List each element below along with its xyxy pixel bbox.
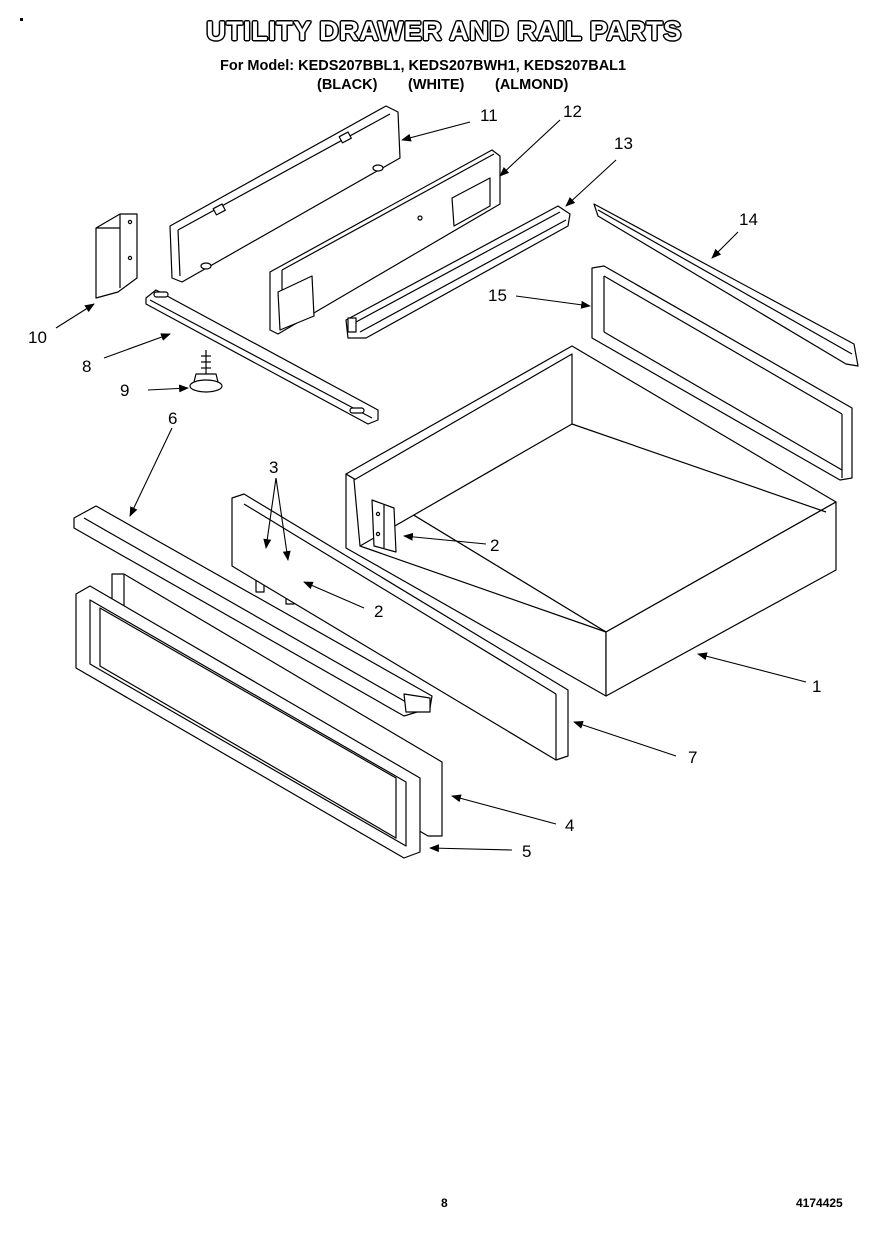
callout-13: 13 xyxy=(614,134,633,153)
callout-12: 12 xyxy=(563,102,582,121)
part-8-strip xyxy=(145,289,379,425)
part-1-drawer-box xyxy=(345,345,837,697)
part-5-frame xyxy=(75,585,421,859)
part-13-slide xyxy=(345,205,571,339)
variant-white: (WHITE) xyxy=(408,77,465,93)
callout-7: 7 xyxy=(688,748,698,767)
part-6-trim xyxy=(73,505,433,717)
callout-14: 14 xyxy=(739,210,758,229)
callout-2b: 2 xyxy=(374,602,384,621)
callout-1: 1 xyxy=(812,677,822,696)
corner-mark xyxy=(20,18,23,21)
part-14-side-rail xyxy=(593,203,859,367)
page-title: UTILITY DRAWER AND RAIL PARTS xyxy=(206,16,682,46)
part-15-panel xyxy=(591,265,853,481)
callout-2a: 2 xyxy=(490,536,500,555)
callout-9: 9 xyxy=(120,381,130,400)
part-2-hinge-a xyxy=(371,499,397,553)
part-9-leveler xyxy=(189,350,223,393)
part-10-bracket xyxy=(95,213,138,299)
callout-6: 6 xyxy=(168,409,178,428)
variant-black: (BLACK) xyxy=(317,77,378,93)
part-7-front xyxy=(231,493,569,761)
variant-almond: (ALMOND) xyxy=(495,77,569,93)
callout-15: 15 xyxy=(488,286,507,305)
callout-4: 4 xyxy=(565,816,575,835)
callout-3: 3 xyxy=(269,458,279,477)
leader-lines xyxy=(55,119,807,853)
part-11-rail xyxy=(169,105,401,283)
callout-11: 11 xyxy=(480,106,498,125)
document-number: 4174425 xyxy=(796,1196,843,1210)
callout-10: 10 xyxy=(28,328,47,347)
part-12-rail xyxy=(269,149,501,335)
callout-5: 5 xyxy=(522,842,532,861)
model-line: For Model: KEDS207BBL1, KEDS207BWH1, KED… xyxy=(220,58,627,74)
callout-8: 8 xyxy=(82,357,92,376)
page-number: 8 xyxy=(441,1196,448,1210)
